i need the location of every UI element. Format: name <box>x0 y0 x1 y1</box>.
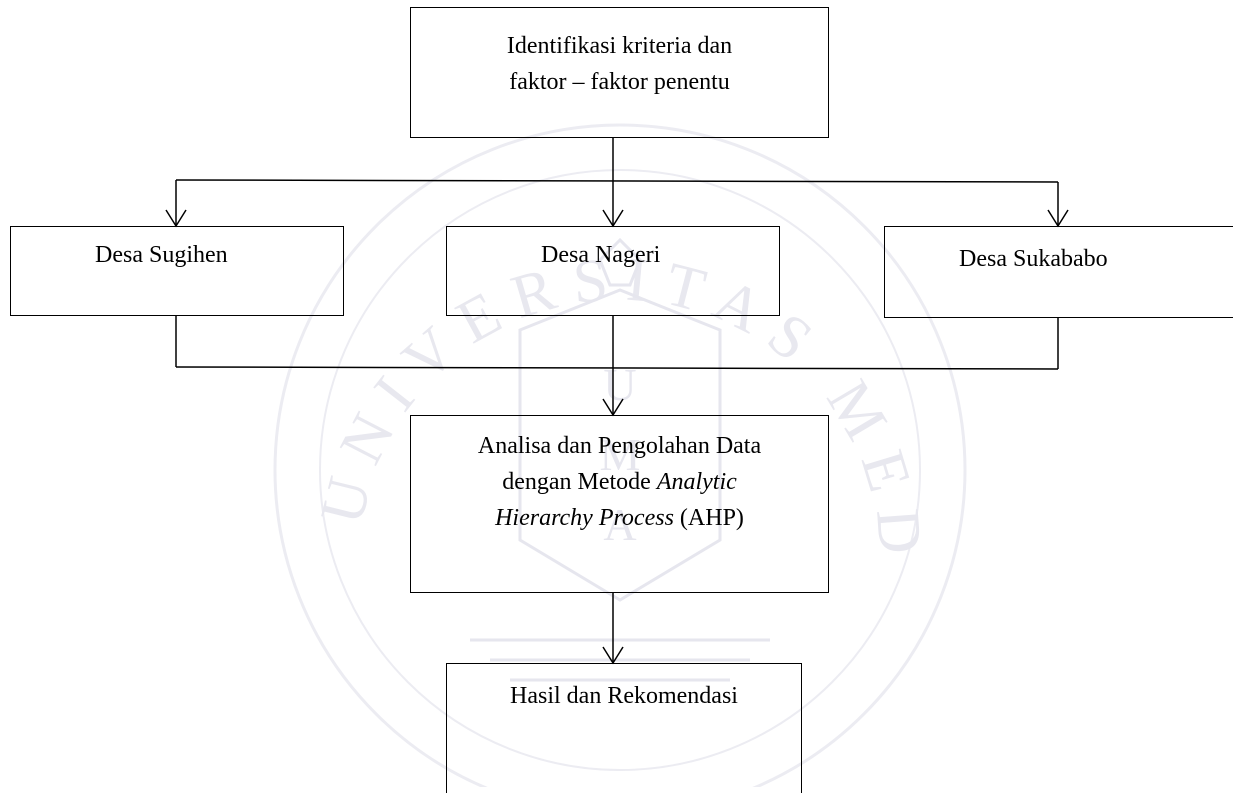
analysis-line-3: Hierarchy Process (AHP) <box>411 500 828 536</box>
connector <box>175 366 1059 370</box>
analysis-line-2-italic: Analytic <box>656 469 737 495</box>
analysis-line-3-italic: Hierarchy Process <box>495 505 674 531</box>
analysis-line-1: Analisa dan Pengolahan Data <box>477 433 762 459</box>
analysis-ahp-box: Analisa dan Pengolahan Data dengan Metod… <box>410 415 829 593</box>
connector <box>175 179 1059 183</box>
identify-criteria-box: Identifikasi kriteria dan faktor – fakto… <box>410 7 829 138</box>
desa-sugihen-box: Desa Sugihen <box>10 226 344 316</box>
identify-line-1: Identifikasi kriteria dan <box>506 33 733 59</box>
analysis-line-2-plain: dengan Metode <box>502 469 657 495</box>
desa-sukababo-box: Desa Sukababo <box>884 226 1233 318</box>
desa-sukababo-label: Desa Sukababo <box>959 246 1108 272</box>
desa-nageri-label: Desa Nageri <box>541 242 661 268</box>
emblem-letter: A <box>603 499 636 550</box>
analysis-line-3-plain: (AHP) <box>673 505 744 531</box>
emblem-icon <box>470 237 770 682</box>
identify-line-2: faktor – faktor penentu <box>509 69 730 95</box>
result-label: Hasil dan Rekomendasi <box>510 683 738 709</box>
emblem-letter: M <box>600 429 641 480</box>
desa-nageri-box: Desa Nageri <box>446 226 780 316</box>
analysis-line-2: dengan Metode Analytic <box>411 464 828 500</box>
desa-sugihen-label: Desa Sugihen <box>95 242 228 268</box>
result-box: Hasil dan Rekomendasi <box>446 663 802 793</box>
